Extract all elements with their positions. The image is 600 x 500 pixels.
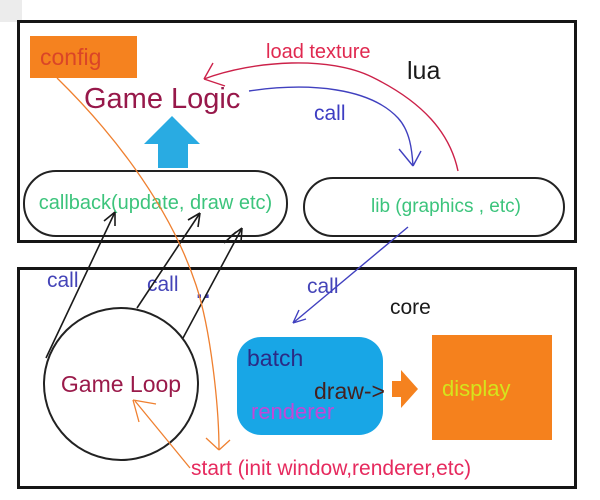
config-label: config [40,43,102,70]
load-texture-label: load texture [266,41,371,63]
ellipsis-label: .. [196,277,212,304]
core-label: core [390,296,431,319]
start-label: start (init window,renderer,etc) [191,457,472,480]
game-loop-label: Game Loop [60,370,182,397]
game-logic-title: Game Logic [84,83,241,115]
call-label-left: call [47,269,79,292]
callback-box-label: callback(update, draw etc) [38,192,273,214]
callback-box: callback(update, draw etc) [23,170,288,237]
batch-label: batch [247,345,304,371]
display-label: display [442,376,511,401]
call-label-mid: call [147,273,179,296]
renderer-label: renderer [251,399,335,424]
lib-box-label: lib (graphics , etc) [371,196,521,217]
config-box: config [30,36,137,78]
draw-label: draw-> [314,378,385,404]
call-label-top: call [314,102,346,125]
display-box [432,335,552,440]
game-loop-circle: Game Loop [43,307,199,461]
lib-box: lib (graphics , etc) [303,177,565,237]
corner-gray-patch [0,0,22,22]
batch-renderer-box [237,337,383,435]
lua-label: lua [407,57,441,85]
call-label-right: call [307,275,339,298]
